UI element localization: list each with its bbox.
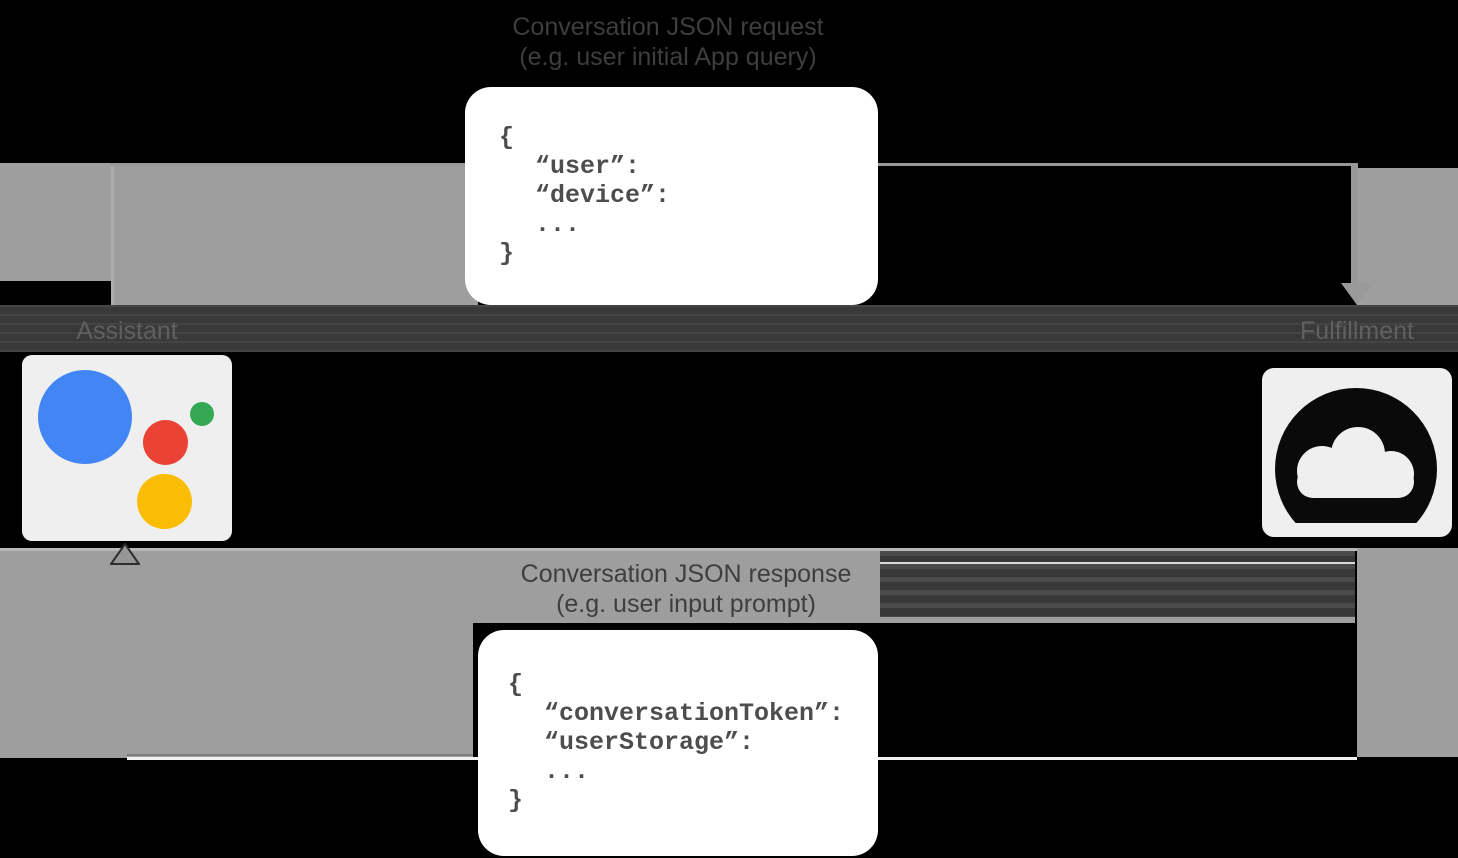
striped-band-footer-line	[880, 617, 1355, 623]
fulfillment-tile	[1262, 368, 1452, 537]
assistant-yellow-circle	[137, 474, 192, 529]
gray-overlay-top-left	[113, 163, 478, 309]
request-caption: Conversation JSON request (e.g. user ini…	[318, 12, 1018, 72]
code-line: “userStorage”:	[544, 728, 755, 757]
gray-seam-line	[0, 548, 1357, 551]
dark-label-band	[0, 305, 1458, 352]
code-line: }	[499, 239, 515, 268]
request-caption-line2: (e.g. user initial App query)	[519, 43, 817, 71]
response-arrow-shadow-line	[127, 754, 473, 756]
code-line: {	[508, 670, 524, 699]
cloud-icon	[1275, 388, 1437, 523]
arrow-down-icon	[1341, 283, 1373, 305]
code-line: ...	[535, 210, 581, 239]
code-line: }	[508, 786, 524, 815]
gray-overlay-top-left-upper	[0, 163, 113, 281]
gray-overlay-bottom-middle	[0, 551, 880, 623]
response-caption-line1: Conversation JSON response	[520, 560, 852, 588]
google-assistant-icon	[22, 355, 232, 541]
assistant-green-circle	[190, 402, 214, 426]
gray-overlay-bottom-right	[1357, 548, 1458, 757]
request-json-box: { “user”: “device”: ... }	[465, 87, 878, 305]
response-json-box: { “conversationToken”: “userStorage”: ..…	[478, 630, 878, 856]
assistant-blue-circle	[38, 370, 132, 464]
striped-band-highlight-line	[880, 562, 1355, 564]
assistant-red-circle	[143, 420, 188, 465]
code-line: {	[499, 123, 515, 152]
code-line: “user”:	[535, 152, 641, 181]
fulfillment-label: Fulfillment	[1300, 317, 1414, 345]
code-line: ...	[544, 757, 590, 786]
response-caption-line2: (e.g. user input prompt)	[556, 590, 816, 618]
code-line: “conversationToken”:	[544, 699, 845, 728]
gray-overlay-top-right	[1357, 168, 1458, 308]
request-caption-line1: Conversation JSON request	[512, 13, 824, 41]
assistant-label: Assistant	[76, 317, 178, 345]
code-line: “device”:	[535, 181, 671, 210]
gray-overlay-bottom-left	[0, 623, 473, 758]
assistant-tile	[22, 355, 232, 541]
arrow-up-icon	[109, 542, 141, 565]
request-arrow-left-segment	[111, 163, 114, 305]
response-caption: Conversation JSON response (e.g. user in…	[336, 559, 1036, 619]
request-arrow-down-segment	[1351, 163, 1358, 283]
